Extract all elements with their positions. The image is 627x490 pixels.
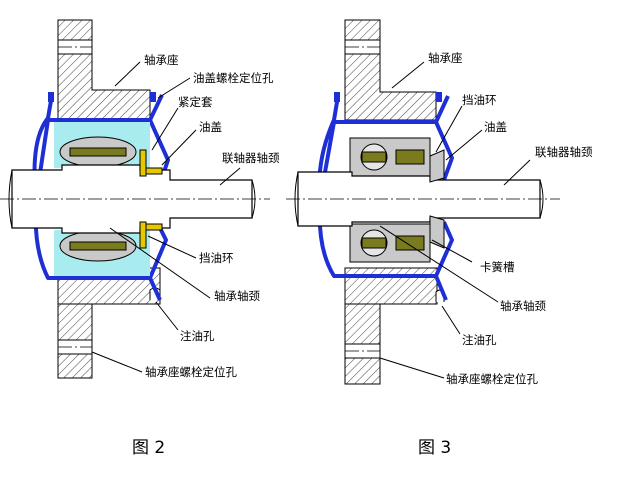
fig2-caption: 图 2 (132, 438, 165, 458)
fig3-caption: 图 3 (418, 438, 451, 458)
figure-3: 轴承座 挡油环 油盖 联轴器轴颈 卡簧槽 轴承轴颈 注油孔 轴承座螺栓定位孔 图… (286, 19, 593, 458)
fig3-label-bearing-seat: 轴承座 (428, 51, 463, 65)
fig3-bearing-seat (344, 19, 445, 385)
fig2-shaft (0, 149, 270, 249)
fig2-label-oil-ring: 挡油环 (199, 251, 234, 265)
fig3-label-bearing-journal: 轴承轴颈 (500, 299, 546, 313)
fig3-label-snap-groove: 卡簧槽 (480, 260, 515, 274)
fig3-leaders (379, 61, 531, 379)
fig3-bearing (349, 137, 431, 263)
fig2-label-oil-hole: 注油孔 (180, 329, 215, 343)
fig2-label-cover-bolt-hole: 油盖螺栓定位孔 (193, 71, 274, 85)
fig2-label-seat-bolt-hole: 轴承座螺栓定位孔 (145, 365, 237, 379)
fig2-label-bearing-seat: 轴承座 (144, 53, 179, 67)
fig3-label-oil-hole: 注油孔 (462, 333, 497, 347)
fig3-shaft (286, 149, 560, 249)
fig2-label-coupling-journal: 联轴器轴颈 (222, 151, 280, 165)
fig2-bearing (59, 136, 137, 262)
fig3-label-seat-bolt-hole: 轴承座螺栓定位孔 (446, 372, 538, 386)
figure-2: 轴承座 油盖螺栓定位孔 紧定套 油盖 联轴器轴颈 挡油环 轴承轴颈 注油孔 轴承… (0, 19, 280, 458)
fig2-label-tight-sleeve: 紧定套 (178, 95, 213, 109)
fig3-label-oil-ring: 挡油环 (462, 93, 497, 107)
fig2-label-bearing-journal: 轴承轴颈 (214, 289, 260, 303)
fig3-label-coupling-journal: 联轴器轴颈 (535, 145, 593, 159)
fig2-label-oil-cover: 油盖 (199, 120, 222, 134)
fig3-label-oil-cover: 油盖 (484, 120, 507, 134)
fig2-leaders (91, 61, 241, 373)
